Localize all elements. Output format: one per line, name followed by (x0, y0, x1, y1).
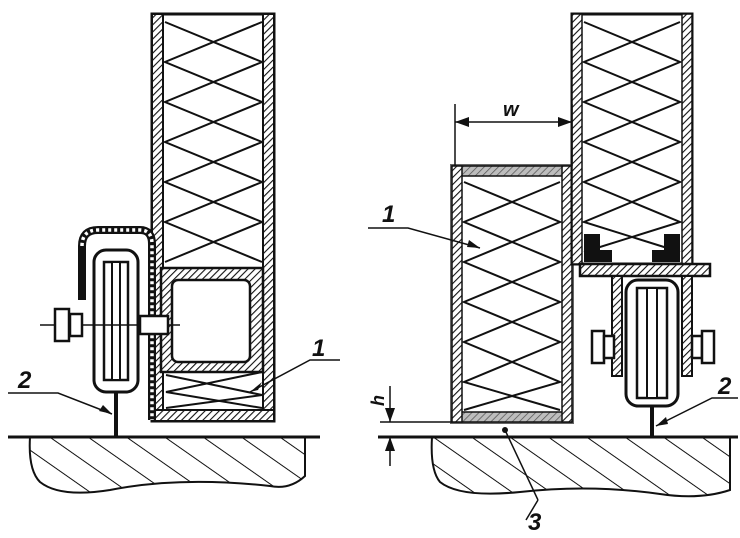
right-wall-panel (570, 12, 694, 266)
left-leader-2 (8, 392, 113, 415)
right-leader-3 (502, 427, 539, 521)
right-leader-1 (368, 227, 481, 249)
left-ground (8, 435, 320, 494)
right-ground (378, 435, 738, 498)
left-axle-bolt (40, 307, 180, 343)
right-mounting-plate (578, 262, 712, 278)
right-leader-2 (655, 397, 738, 427)
left-roller-bracket (78, 226, 156, 420)
right-label-1: 1 (382, 201, 395, 228)
left-leader-1 (249, 359, 340, 393)
right-door-leaf (450, 164, 574, 424)
right-label-2: 2 (717, 373, 732, 400)
left-label-2: 2 (17, 367, 32, 394)
right-axle-bolts (590, 329, 716, 365)
right-roller-wheel (624, 278, 680, 408)
right-roller-bracket (611, 275, 693, 377)
left-label-1: 1 (312, 335, 325, 362)
dimension-h-label: h (368, 395, 388, 406)
dimension-h (380, 386, 452, 466)
left-roller-wheel (92, 248, 140, 394)
right-assembly: w h 1 2 3 (368, 12, 738, 536)
left-square-tube (159, 266, 265, 374)
left-assembly: 1 2 (8, 12, 340, 494)
dimension-w (454, 104, 573, 166)
dimension-w-label: w (503, 99, 520, 121)
right-label-3: 3 (528, 509, 542, 536)
